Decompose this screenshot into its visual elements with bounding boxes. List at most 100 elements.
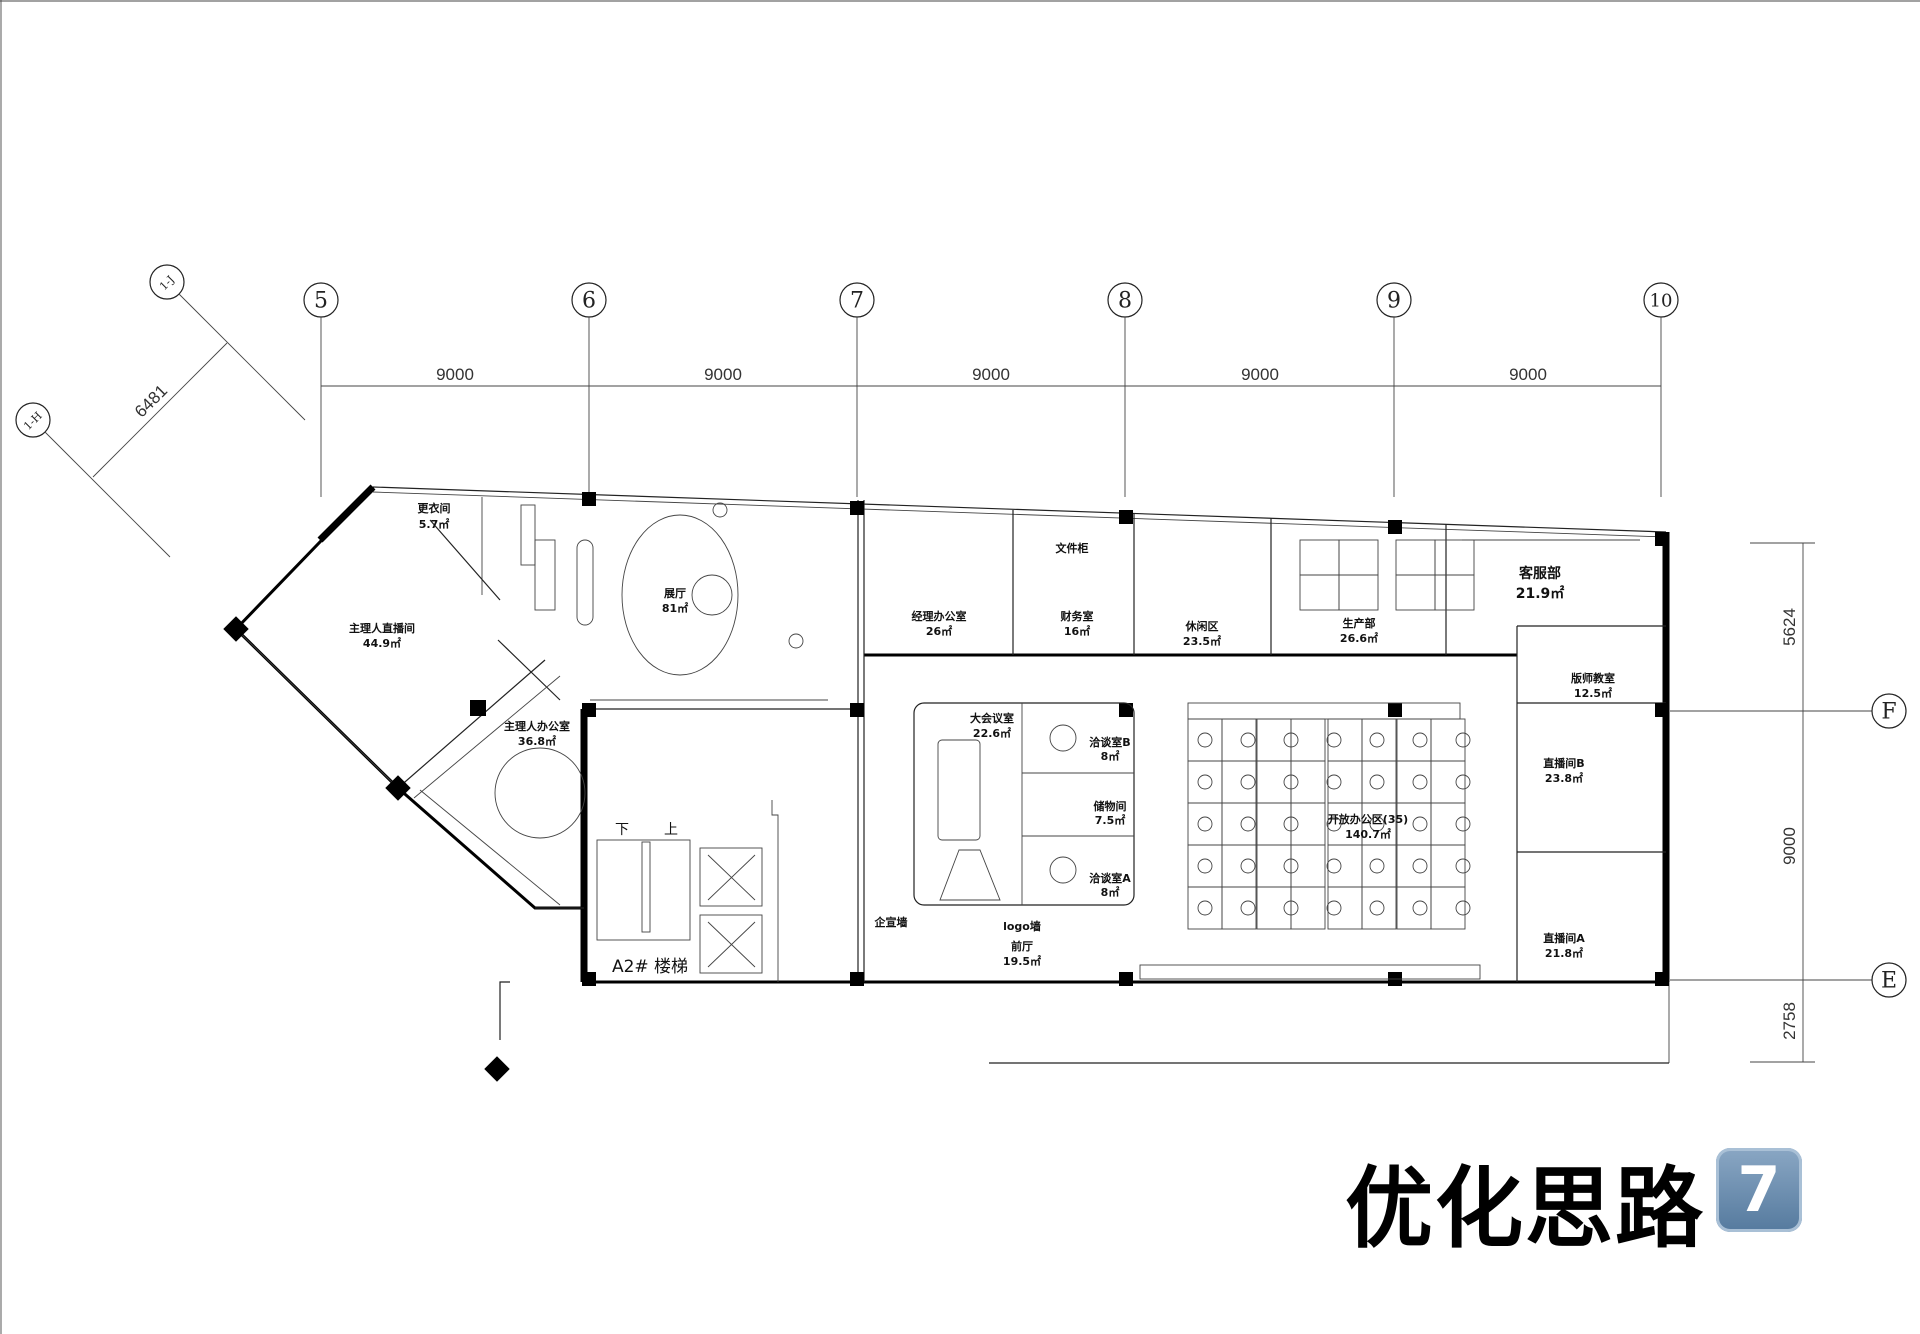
promo-wall-label: 企宣墙	[874, 915, 908, 929]
chair	[1369, 858, 1385, 874]
svg-text:9: 9	[1387, 289, 1401, 314]
room-name: 版师教室	[1571, 671, 1615, 685]
desk	[1290, 718, 1326, 762]
chair	[1283, 900, 1299, 916]
desk	[1187, 886, 1223, 930]
desk	[1256, 802, 1292, 846]
building-walls	[233, 484, 1670, 1064]
chair	[1197, 900, 1213, 916]
chair	[1283, 858, 1299, 874]
room-name: 储物间	[1094, 799, 1127, 813]
room-name: 主理人办公室	[504, 719, 570, 733]
desk	[1430, 802, 1466, 846]
desk	[1221, 802, 1257, 846]
chair	[1326, 774, 1342, 790]
chair	[1197, 858, 1213, 874]
desk	[1256, 760, 1292, 804]
chair	[1240, 858, 1256, 874]
svg-text:6481: 6481	[131, 381, 171, 421]
desk	[1361, 760, 1397, 804]
chair	[1412, 816, 1428, 832]
desk	[1256, 886, 1292, 930]
chair	[1240, 816, 1256, 832]
desk	[1395, 574, 1436, 611]
chair	[1455, 774, 1471, 790]
svg-text:9000: 9000	[972, 365, 1010, 384]
desk	[1290, 844, 1326, 888]
room-area: 22.6㎡	[973, 726, 1011, 740]
chair	[1326, 900, 1342, 916]
desk	[1221, 886, 1257, 930]
chair	[1455, 816, 1471, 832]
desk	[1327, 760, 1363, 804]
room-area: 5.7㎡	[419, 517, 450, 531]
room-area: 12.5㎡	[1574, 686, 1612, 700]
room-area: 23.8㎡	[1545, 771, 1583, 785]
room-area: 8㎡	[1101, 749, 1120, 763]
svg-text:8: 8	[1118, 289, 1132, 314]
desk	[1290, 802, 1326, 846]
meeting-block	[913, 702, 1135, 906]
chair	[1283, 732, 1299, 748]
desk	[1395, 539, 1436, 576]
room-name: 直播间B	[1543, 756, 1584, 770]
desk	[1338, 574, 1379, 611]
desk	[1396, 886, 1432, 930]
chair	[1412, 774, 1428, 790]
desk	[1430, 760, 1466, 804]
desk	[1256, 844, 1292, 888]
showroom-furniture	[494, 502, 804, 839]
desk	[1430, 886, 1466, 930]
svg-text:9000: 9000	[704, 365, 742, 384]
desk	[1290, 886, 1326, 930]
stair-label: A2# 楼梯	[612, 957, 688, 977]
desk	[1187, 844, 1223, 888]
desk	[1187, 760, 1223, 804]
desk	[1396, 760, 1432, 804]
chair	[1455, 732, 1471, 748]
chair	[1369, 816, 1385, 832]
desk	[1396, 718, 1432, 762]
open-office-desks	[1187, 539, 1475, 930]
desk	[1290, 760, 1326, 804]
room-name: 经理办公室	[912, 609, 967, 623]
chair	[1283, 774, 1299, 790]
room-area: 26.6㎡	[1340, 631, 1378, 645]
axis-5: 5	[303, 282, 339, 497]
room-name: 直播间A	[1543, 931, 1585, 945]
chair	[1412, 858, 1428, 874]
chair	[1197, 816, 1213, 832]
room-name: 洽谈室A	[1089, 871, 1131, 885]
file-cabinet-label: 文件柜	[1056, 541, 1089, 555]
stair-up-label: 上	[664, 822, 678, 838]
svg-text:9000: 9000	[1509, 365, 1547, 384]
svg-text:6: 6	[582, 289, 596, 314]
chair	[1455, 900, 1471, 916]
stair-down-label: 下	[615, 822, 629, 838]
room-name: 主理人直播间	[349, 621, 415, 635]
room-name: 大会议室	[970, 711, 1014, 725]
structural-columns	[223, 492, 1669, 1082]
svg-text:5: 5	[314, 289, 328, 314]
logo-wall-label: logo墙	[1003, 919, 1041, 933]
room-name: 休闲区	[1185, 619, 1219, 633]
svg-text:1-J: 1-J	[157, 273, 177, 293]
chair	[1455, 858, 1471, 874]
svg-text:E: E	[1881, 969, 1897, 994]
desk	[1327, 718, 1363, 762]
room-area: 16㎡	[1064, 624, 1090, 638]
stair-elevator	[596, 800, 1481, 982]
desk	[1361, 718, 1397, 762]
axis-F: F	[1871, 693, 1907, 729]
svg-text:9000: 9000	[436, 365, 474, 384]
room-name: 洽谈室B	[1089, 735, 1130, 749]
desk-counter	[1187, 702, 1461, 720]
svg-text:2758: 2758	[1780, 1002, 1799, 1040]
desk	[1256, 718, 1292, 762]
room-area: 44.9㎡	[363, 636, 401, 650]
desk	[1327, 886, 1363, 930]
room-name: 更衣间	[418, 501, 451, 515]
desk	[1430, 718, 1466, 762]
room-area: 21.9㎡	[1516, 585, 1565, 602]
